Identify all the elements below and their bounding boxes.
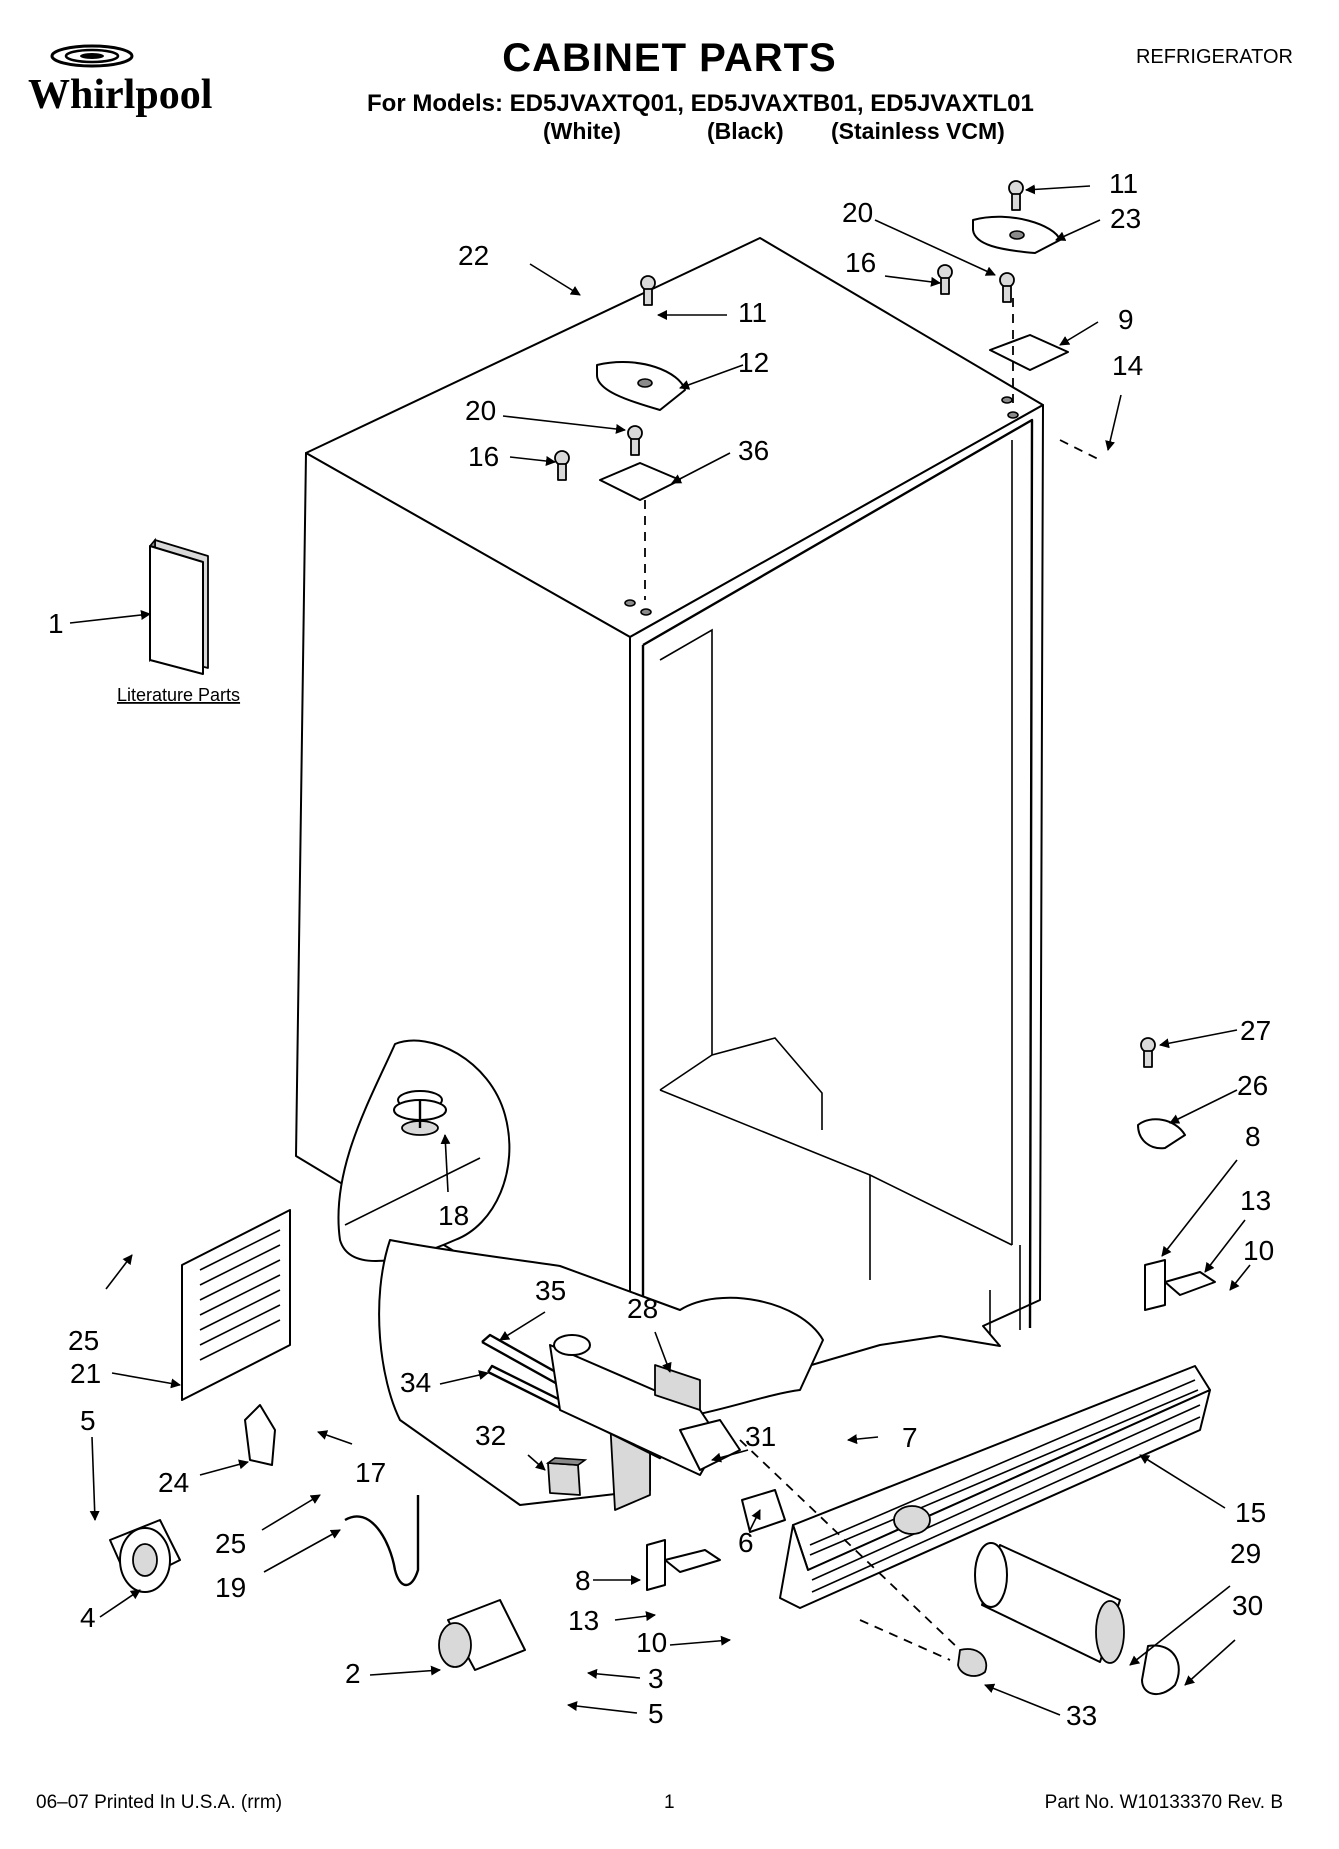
water-filter-cartridge (957, 1542, 1180, 1695)
callout-17: 17 (355, 1457, 386, 1488)
finish-row: (White) (Black) (Stainless VCM) (367, 118, 1007, 146)
callout-20b: 20 (465, 395, 496, 426)
callout-1: 1 (48, 608, 64, 639)
callout-31: 31 (745, 1421, 776, 1452)
finish-black: (Black) (707, 118, 784, 144)
callout-25a: 25 (68, 1325, 99, 1356)
literature-parts-label: Literature Parts (117, 685, 240, 705)
callout-9: 9 (1118, 304, 1134, 335)
finish-stainless: (Stainless VCM) (831, 118, 1005, 144)
callout-10b: 10 (636, 1627, 667, 1658)
callout-32: 32 (475, 1420, 506, 1451)
page-number: 1 (664, 1792, 675, 1813)
callout-8a: 8 (1245, 1121, 1261, 1152)
callout-16b: 16 (468, 441, 499, 472)
callout-18: 18 (438, 1200, 469, 1231)
callout-23: 23 (1110, 203, 1141, 234)
toe-grille (779, 1365, 1211, 1609)
callout-22: 22 (458, 240, 489, 271)
callout-3: 3 (648, 1663, 664, 1694)
callout-13b: 13 (568, 1605, 599, 1636)
callout-24: 24 (158, 1467, 189, 1498)
callout-5b: 5 (648, 1698, 664, 1729)
callout-19: 19 (215, 1572, 246, 1603)
callout-2: 2 (345, 1658, 361, 1689)
callout-21: 21 (70, 1358, 101, 1389)
callout-11a: 11 (1109, 168, 1138, 199)
base-cutaway (378, 1239, 824, 1511)
leveler-cutaway (337, 1039, 511, 1262)
callout-27: 27 (1240, 1015, 1271, 1046)
models-line: For Models: ED5JVAXTQ01, ED5JVAXTB01, ED… (367, 90, 1034, 117)
brand-wordmark: Whirlpool (28, 72, 212, 118)
callout-25b: 25 (215, 1528, 246, 1559)
part-number: Part No. W10133370 Rev. B (1044, 1792, 1283, 1813)
callout-5a: 5 (80, 1405, 96, 1436)
callout-36: 36 (738, 435, 769, 466)
callout-11b: 11 (738, 297, 767, 328)
callout-26: 26 (1237, 1070, 1268, 1101)
page-title: CABINET PARTS (502, 36, 837, 80)
finish-white: (White) (543, 118, 621, 144)
callout-16a: 16 (845, 247, 876, 278)
callout-29: 29 (1230, 1538, 1261, 1569)
callout-12: 12 (738, 347, 769, 378)
callout-28: 28 (627, 1293, 658, 1324)
callout-33: 33 (1066, 1700, 1097, 1731)
callout-35: 35 (535, 1275, 566, 1306)
hinge-parts (69, 180, 1251, 1716)
callout-15: 15 (1235, 1497, 1266, 1528)
callout-labels: 1 2 3 4 5 5 6 7 8 8 9 10 10 11 11 12 13 … (48, 168, 1274, 1731)
callout-4: 4 (80, 1602, 96, 1633)
callout-30: 30 (1232, 1590, 1263, 1621)
callout-8b: 8 (575, 1565, 591, 1596)
callout-34: 34 (400, 1367, 431, 1398)
rear-access-panel (181, 1209, 291, 1401)
callout-6: 6 (738, 1527, 754, 1558)
callout-10a: 10 (1243, 1235, 1274, 1266)
callout-20a: 20 (842, 197, 873, 228)
print-info: 06–07 Printed In U.S.A. (rrm) (36, 1792, 283, 1813)
whirlpool-logo-icon: Whirlpool (26, 40, 258, 130)
category-label: REFRIGERATOR (1135, 46, 1293, 68)
callout-7: 7 (902, 1422, 918, 1453)
literature-booklet-part (149, 537, 209, 675)
callout-13a: 13 (1240, 1185, 1271, 1216)
callout-14: 14 (1112, 350, 1143, 381)
